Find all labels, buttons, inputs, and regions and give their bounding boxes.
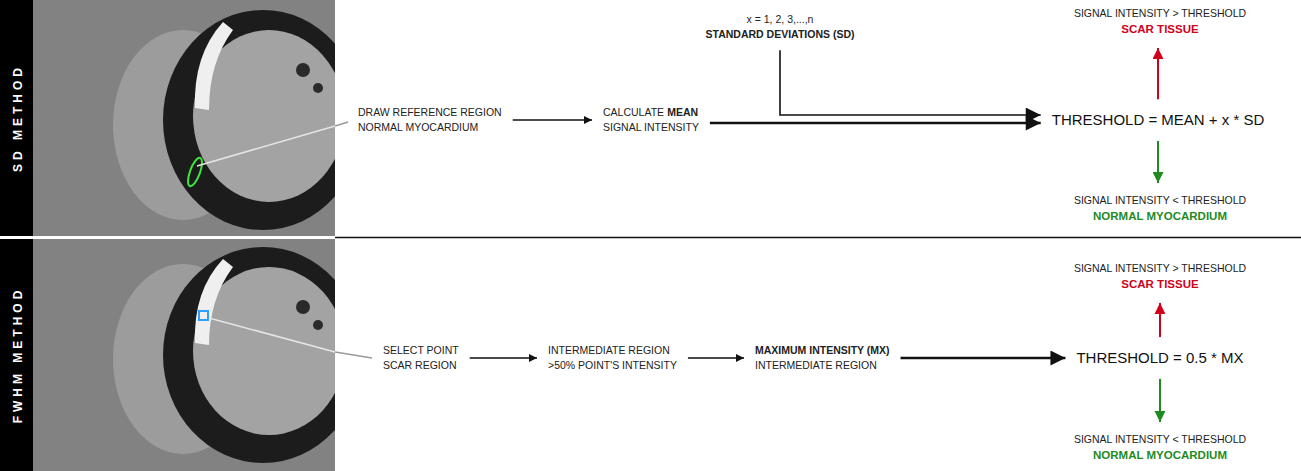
method-label: SD METHOD (11, 64, 25, 172)
flow-arrow (1159, 303, 1161, 337)
node-text: SIGNAL INTENSITY (603, 121, 699, 133)
flow-arrow (710, 122, 1041, 125)
threshold-formula: THRESHOLD = 0.5 * MX (1073, 345, 1246, 371)
node-text: SCAR TISSUE (1121, 23, 1198, 35)
node-text: DRAW REFERENCE REGION (358, 106, 502, 118)
flow-arrow (780, 50, 1041, 115)
text-line: CALCULATEMEAN (603, 105, 699, 120)
node-text: THRESHOLD = 0.5 * MX (1076, 349, 1243, 366)
flow-arrow (1159, 379, 1161, 422)
text-line: SCAR TISSUE (1074, 276, 1246, 293)
flow-arrow (688, 357, 744, 358)
text-line: SCAR REGION (383, 358, 459, 373)
text-line: NORMAL MYOCARDIUM (358, 120, 502, 135)
text-line: SCAR TISSUE (1074, 21, 1246, 38)
node-text: THRESHOLD = MEAN + x * SD (1052, 111, 1265, 128)
node-text: SCAR TISSUE (1121, 278, 1198, 290)
leader-line (197, 126, 335, 166)
method-label: FWHM METHOD (11, 287, 25, 424)
node-text: SELECT POINT (383, 344, 459, 356)
text-line: MAXIMUM INTENSITY (MX) (755, 343, 890, 358)
step-label: INTERMEDIATE REGION >50% POINT'S INTENSIT… (545, 341, 680, 375)
node-text: SCAR REGION (383, 359, 457, 371)
node-text: CALCULATE (603, 106, 664, 118)
text-line: THRESHOLD = MEAN + x * SD (1052, 109, 1265, 131)
text-line: DRAW REFERENCE REGION (358, 105, 502, 120)
node-text: SIGNAL INTENSITY > THRESHOLD (1074, 7, 1246, 19)
step-label: CALCULATEMEANSIGNAL INTENSITY (600, 103, 702, 137)
flow-arrow (1157, 48, 1159, 99)
node-text: x = 1, 2, 3,...,n (747, 13, 814, 25)
threshold-formula: THRESHOLD = MEAN + x * SD (1049, 107, 1268, 133)
node-text: MAXIMUM INTENSITY (MX) (755, 344, 890, 356)
text-line: SIGNAL INTENSITY < THRESHOLD (1074, 193, 1246, 208)
step-label: MAXIMUM INTENSITY (MX) INTERMEDIATE REGIO… (752, 341, 893, 375)
text-line: THRESHOLD = 0.5 * MX (1076, 347, 1243, 369)
outcome-label: SIGNAL INTENSITY > THRESHOLD SCAR TISSUE (1071, 259, 1249, 295)
parameter-label: x = 1, 2, 3,...,nSTANDARD DEVIATIONS (SD… (703, 10, 858, 44)
node-text: INTERMEDIATE REGION (755, 359, 877, 371)
text-line: INTERMEDIATE REGION (755, 358, 890, 373)
mri-image (33, 0, 335, 236)
node-text: INTERMEDIATE REGION (548, 344, 670, 356)
text-line: SIGNAL INTENSITY < THRESHOLD (1074, 432, 1246, 447)
text-line: x = 1, 2, 3,...,n (706, 12, 855, 27)
band-label-holder: SD METHOD (8, 64, 26, 172)
method-band: FWHM METHOD (0, 239, 33, 471)
flow-arrow (513, 119, 592, 120)
outcome-label: SIGNAL INTENSITY < THRESHOLD NORMAL MYOCA… (1071, 191, 1249, 227)
mri-image (33, 239, 335, 471)
node-text: SIGNAL INTENSITY > THRESHOLD (1074, 262, 1246, 274)
leader-line (335, 122, 348, 126)
outcome-label: SIGNAL INTENSITY > THRESHOLD SCAR TISSUE (1071, 4, 1249, 40)
node-text: NORMAL MYOCARDIUM (358, 121, 478, 133)
node-text: STANDARD DEVIATIONS (SD) (706, 28, 855, 40)
step-label: DRAW REFERENCE REGION NORMAL MYOCARDIUM (355, 103, 505, 137)
node-text: SIGNAL INTENSITY < THRESHOLD (1074, 433, 1246, 445)
text-line: NORMAL MYOCARDIUM (1074, 208, 1246, 225)
text-line: STANDARD DEVIATIONS (SD) (706, 27, 855, 42)
text-line: SIGNAL INTENSITY > THRESHOLD (1074, 261, 1246, 276)
text-line: FWHM METHOD (8, 287, 26, 424)
node-text: SIGNAL INTENSITY < THRESHOLD (1074, 194, 1246, 206)
flow-arrow (470, 357, 537, 358)
node-text: MEAN (667, 106, 698, 118)
flow-arrow (1157, 141, 1159, 183)
row-divider (335, 237, 1301, 239)
node-text: NORMAL MYOCARDIUM (1093, 210, 1227, 222)
flow-arrow (901, 357, 1066, 360)
node-text: NORMAL MYOCARDIUM (1093, 449, 1227, 461)
band-label-holder: FWHM METHOD (8, 287, 26, 424)
node-text: >50% POINT'S INTENSITY (548, 359, 677, 371)
text-line: SD METHOD (8, 64, 26, 172)
step-label: SELECT POINT SCAR REGION (380, 341, 462, 375)
method-band: SD METHOD (0, 0, 33, 236)
text-line: SELECT POINT (383, 343, 459, 358)
text-line: INTERMEDIATE REGION (548, 343, 677, 358)
leader-line (335, 352, 372, 358)
outcome-label: SIGNAL INTENSITY < THRESHOLD NORMAL MYOCA… (1071, 430, 1249, 466)
text-line: SIGNAL INTENSITY > THRESHOLD (1074, 6, 1246, 21)
text-line: SIGNAL INTENSITY (603, 120, 699, 135)
leader-line (209, 318, 335, 352)
text-line: >50% POINT'S INTENSITY (548, 358, 677, 373)
text-line: NORMAL MYOCARDIUM (1074, 447, 1246, 464)
